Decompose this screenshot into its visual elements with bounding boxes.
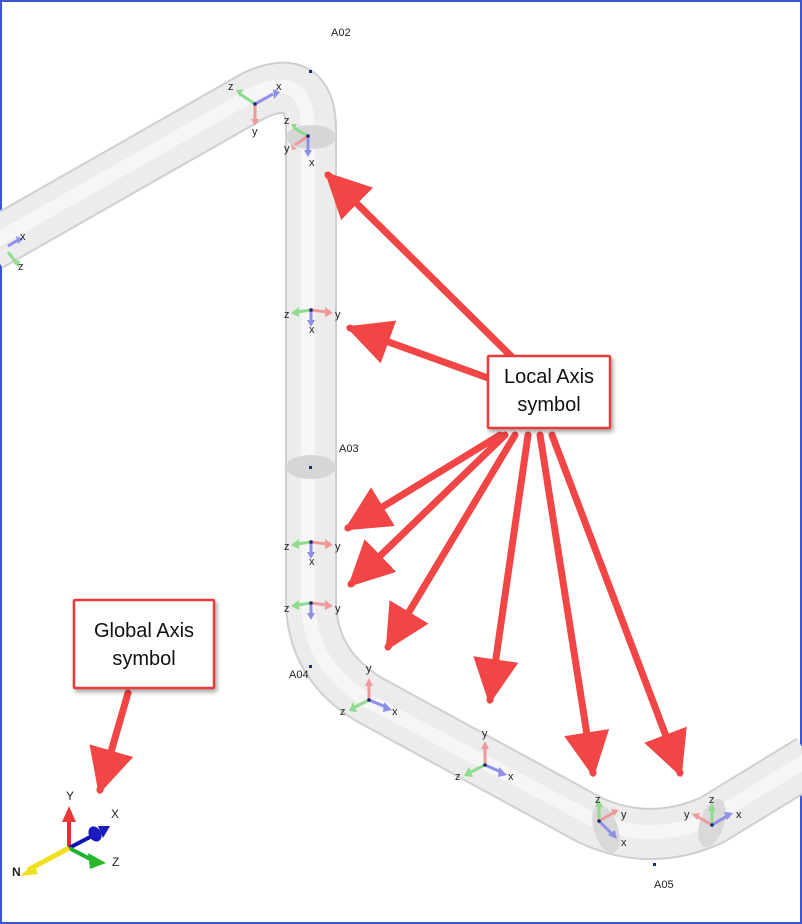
callout-global-line1: Global Axis <box>94 620 194 642</box>
svg-text:z: z <box>340 706 346 718</box>
svg-text:y: y <box>621 809 627 821</box>
global-axis-x: X <box>111 807 119 821</box>
local-axis-triad: y z x <box>284 307 341 336</box>
global-axis-y: Y <box>66 789 74 803</box>
svg-text:z: z <box>284 541 290 553</box>
svg-text:y: y <box>335 309 341 321</box>
local-axis-triad: y x z <box>340 663 398 718</box>
local-axis-triad: y z <box>284 600 341 620</box>
local-axis-triad: z y x <box>684 794 742 827</box>
svg-text:z: z <box>595 794 601 806</box>
node-label-a02: A02 <box>331 27 351 39</box>
callout-global-line2: symbol <box>112 648 175 670</box>
axis-label: y <box>252 126 258 138</box>
global-axis-triad: Y X Z N <box>12 789 119 879</box>
pipe-route[interactable] <box>0 61 802 860</box>
global-axis-n: N <box>12 865 21 879</box>
local-axis-triad: z y x <box>595 794 627 849</box>
callout-local-axis <box>486 354 612 430</box>
node-point[interactable] <box>309 665 312 668</box>
callout-global-axis <box>72 598 216 690</box>
local-axis-triad: y z x <box>284 539 341 568</box>
node-point[interactable] <box>309 70 312 73</box>
svg-text:y: y <box>284 143 290 155</box>
svg-text:z: z <box>455 771 461 783</box>
svg-text:x: x <box>309 157 315 169</box>
svg-text:x: x <box>508 771 514 783</box>
svg-text:z: z <box>284 603 290 615</box>
svg-text:z: z <box>284 115 290 127</box>
svg-text:y: y <box>335 541 341 553</box>
svg-text:y: y <box>335 603 341 615</box>
callout-local-line2: symbol <box>517 394 580 416</box>
node-label-a03: A03 <box>339 443 359 455</box>
svg-text:x: x <box>736 809 742 821</box>
local-axis-triad: z y x <box>284 115 315 169</box>
callout-local-line1: Local Axis <box>504 366 594 388</box>
svg-text:y: y <box>482 728 488 740</box>
axis-label: z <box>228 81 234 93</box>
svg-text:x: x <box>309 324 315 336</box>
node-point[interactable] <box>653 863 656 866</box>
local-axis-triad: x z <box>6 231 26 273</box>
node-point[interactable] <box>309 466 312 469</box>
svg-text:x: x <box>309 556 315 568</box>
svg-text:x: x <box>392 706 398 718</box>
svg-text:z: z <box>18 261 24 273</box>
node-label-a04: A04 <box>289 669 309 681</box>
node-label-a05: A05 <box>654 879 674 891</box>
local-axis-triad: y x z <box>455 728 514 783</box>
svg-text:y: y <box>366 663 372 675</box>
svg-text:y: y <box>684 809 690 821</box>
callout-arrows <box>89 171 687 795</box>
svg-text:x: x <box>621 837 627 849</box>
svg-text:z: z <box>709 794 715 806</box>
global-axis-z: Z <box>112 855 119 869</box>
axis-label: x <box>276 81 282 93</box>
svg-text:z: z <box>284 309 290 321</box>
local-axis-triad: x z y <box>228 81 282 138</box>
svg-text:x: x <box>20 231 26 243</box>
